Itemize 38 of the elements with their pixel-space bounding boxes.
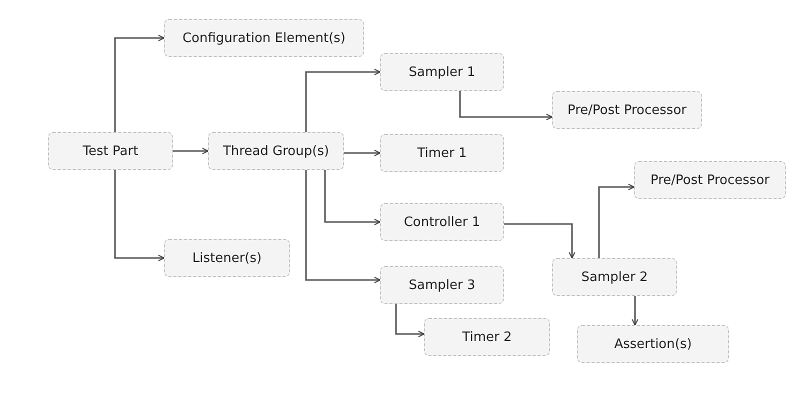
node-label: Sampler 1 [408,64,476,80]
process-box [380,53,504,91]
process-box [380,266,504,304]
process-box [634,161,786,199]
process-box [48,132,173,170]
arrow [598,184,635,258]
process-box [164,19,364,57]
arrow [324,170,381,226]
process-box [424,318,550,356]
process-box [164,239,290,277]
arrow [344,150,381,156]
arrow [114,34,165,132]
arrow [395,304,425,338]
node-label: Configuration Element(s) [182,30,346,46]
process-box [577,325,729,363]
node-label: Controller 1 [404,214,480,230]
node-label: Timer 2 [462,330,512,344]
node-label: Pre/Post Processor [568,102,686,118]
node-label: Thread Group(s) [222,144,330,158]
process-box [208,132,344,170]
arrow [305,170,381,284]
node-label: Pre/Post Processor [650,172,770,188]
node-label: Test Part [82,144,138,158]
arrow [114,170,165,262]
arrow [459,91,553,120]
arrow [504,223,576,259]
arrow [173,148,209,154]
process-box [380,203,504,241]
process-box [380,134,504,172]
process-box [552,91,702,129]
arrow [305,68,381,132]
node-label: Sampler 2 [581,270,648,284]
node-label: Assertion(s) [614,336,692,352]
arrow [632,296,638,326]
node-label: Listener(s) [192,250,262,266]
process-box [552,258,677,296]
node-label: Timer 1 [417,146,467,160]
node-label: Sampler 3 [408,278,476,292]
